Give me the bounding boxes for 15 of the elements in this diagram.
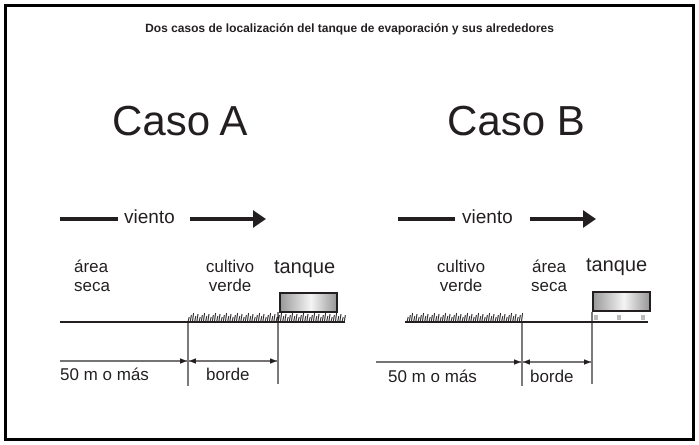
case-heading: Caso B xyxy=(447,98,585,144)
distance-label: borde xyxy=(206,366,250,385)
wind-label: viento xyxy=(462,208,513,229)
tank-label: tanque xyxy=(274,256,336,278)
zone-label: cultivo verde xyxy=(436,258,486,296)
distance-label: 50 m o más xyxy=(388,368,477,387)
zone-label: área seca xyxy=(530,258,568,296)
distance-label: borde xyxy=(530,368,574,387)
zone-label: cultivo verde xyxy=(204,258,256,296)
zone-label: área seca xyxy=(74,258,111,296)
case-heading: Caso A xyxy=(112,98,248,144)
tank-label: tanque xyxy=(586,254,648,276)
wind-label: viento xyxy=(124,208,175,229)
diagram-title: Dos casos de localización del tanque de evaporación y sus alrededores xyxy=(144,22,555,36)
distance-label: 50 m o más xyxy=(60,366,149,385)
